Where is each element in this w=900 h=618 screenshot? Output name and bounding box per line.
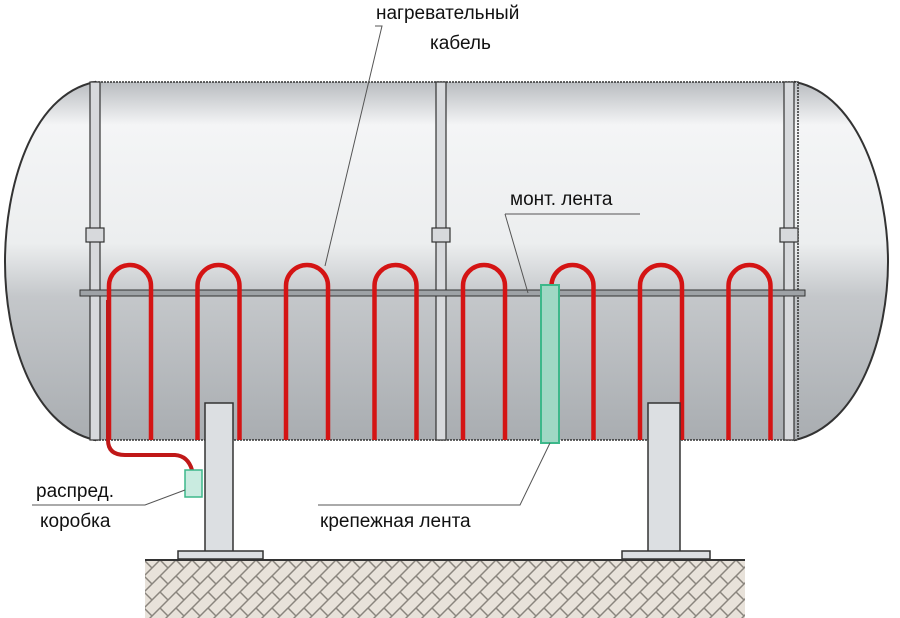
mounting-tape-rod	[79, 289, 806, 297]
tank-right-cap	[794, 80, 890, 442]
tank-left-cap	[3, 80, 96, 442]
label-heating-cable-1: нагревательный	[376, 3, 520, 24]
label-mounting-tape: монт. лента	[510, 189, 613, 210]
fastening-strap	[540, 284, 560, 444]
heating-loop	[549, 262, 596, 440]
label-fastening-tape: крепежная лента	[320, 511, 471, 532]
label-junction-box-1: распред.	[36, 481, 115, 502]
junction-box	[184, 469, 203, 498]
tank-bands	[85, 81, 799, 441]
label-heating-cable-2: кабель	[430, 33, 491, 54]
support-left	[177, 402, 264, 560]
heating-loop	[195, 262, 242, 440]
heating-loop	[460, 262, 508, 440]
ground	[145, 560, 745, 618]
leader-junction-box	[32, 489, 186, 506]
leader-fastening-tape	[318, 442, 551, 506]
heating-loop	[372, 262, 419, 440]
cable-lead	[106, 300, 194, 471]
leader-mounting-tape	[504, 213, 640, 294]
heating-loop	[726, 262, 773, 440]
heating-loop	[106, 262, 154, 440]
support-right	[621, 402, 711, 560]
label-junction-box-2: коробка	[40, 511, 111, 532]
heating-loop	[283, 262, 331, 440]
heating-cable	[106, 262, 773, 440]
leader-heating-cable	[324, 25, 383, 267]
heating-loop	[637, 262, 685, 440]
